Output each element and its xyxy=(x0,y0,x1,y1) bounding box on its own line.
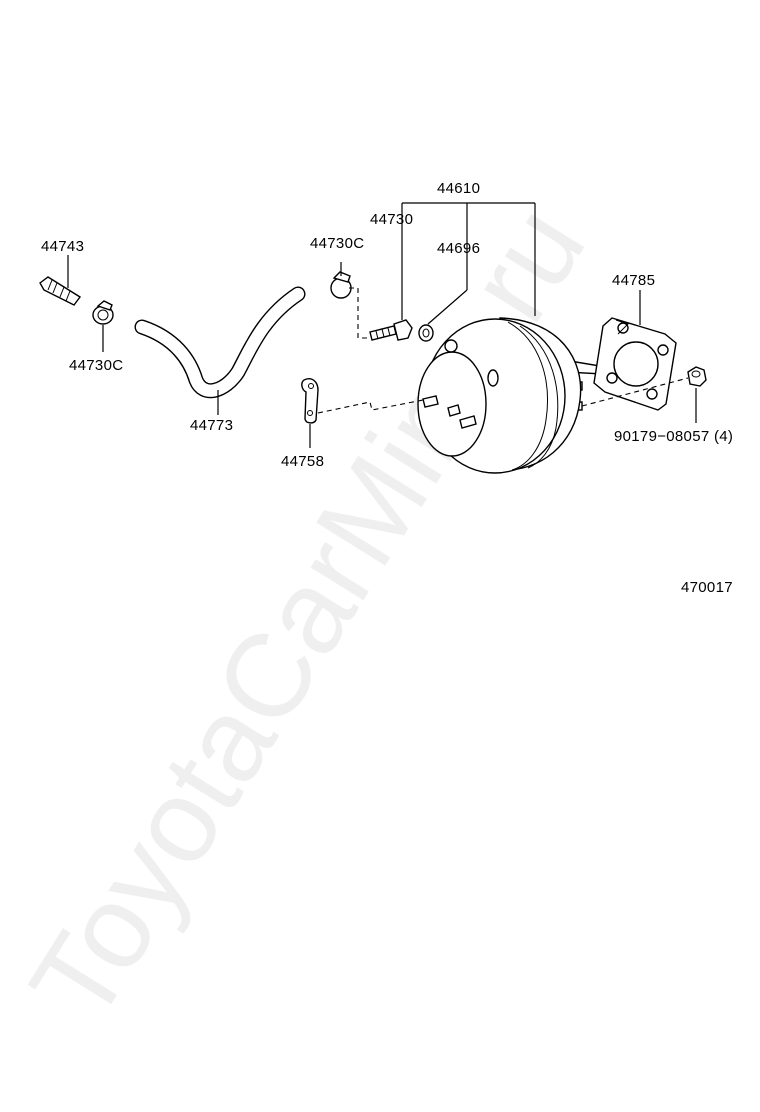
label-90179-08057: 90179−08057 (4) xyxy=(614,428,733,445)
label-44730: 44730 xyxy=(370,211,413,228)
union-44730[interactable] xyxy=(369,319,413,341)
label-44758: 44758 xyxy=(281,453,324,470)
label-44785: 44785 xyxy=(612,272,655,289)
diagram-code: 470017 xyxy=(681,579,733,596)
label-44773: 44773 xyxy=(190,417,233,434)
bracket-44758[interactable] xyxy=(301,378,319,424)
gasket-44785[interactable] xyxy=(593,317,677,411)
leader-lines xyxy=(67,202,697,448)
label-44743: 44743 xyxy=(41,238,84,255)
vacuum-hose-44773[interactable] xyxy=(134,286,306,399)
label-44730c-top: 44730C xyxy=(310,235,364,252)
nut-90179-08057[interactable] xyxy=(687,366,707,387)
hose-clamp-44730c-left[interactable] xyxy=(92,300,114,325)
label-44730c-left: 44730C xyxy=(69,357,123,374)
label-44696: 44696 xyxy=(437,240,480,257)
brake-booster-44610[interactable] xyxy=(417,317,613,474)
check-valve-44743[interactable] xyxy=(39,276,82,306)
grommet-44696[interactable] xyxy=(418,324,434,342)
label-44610: 44610 xyxy=(437,180,480,197)
